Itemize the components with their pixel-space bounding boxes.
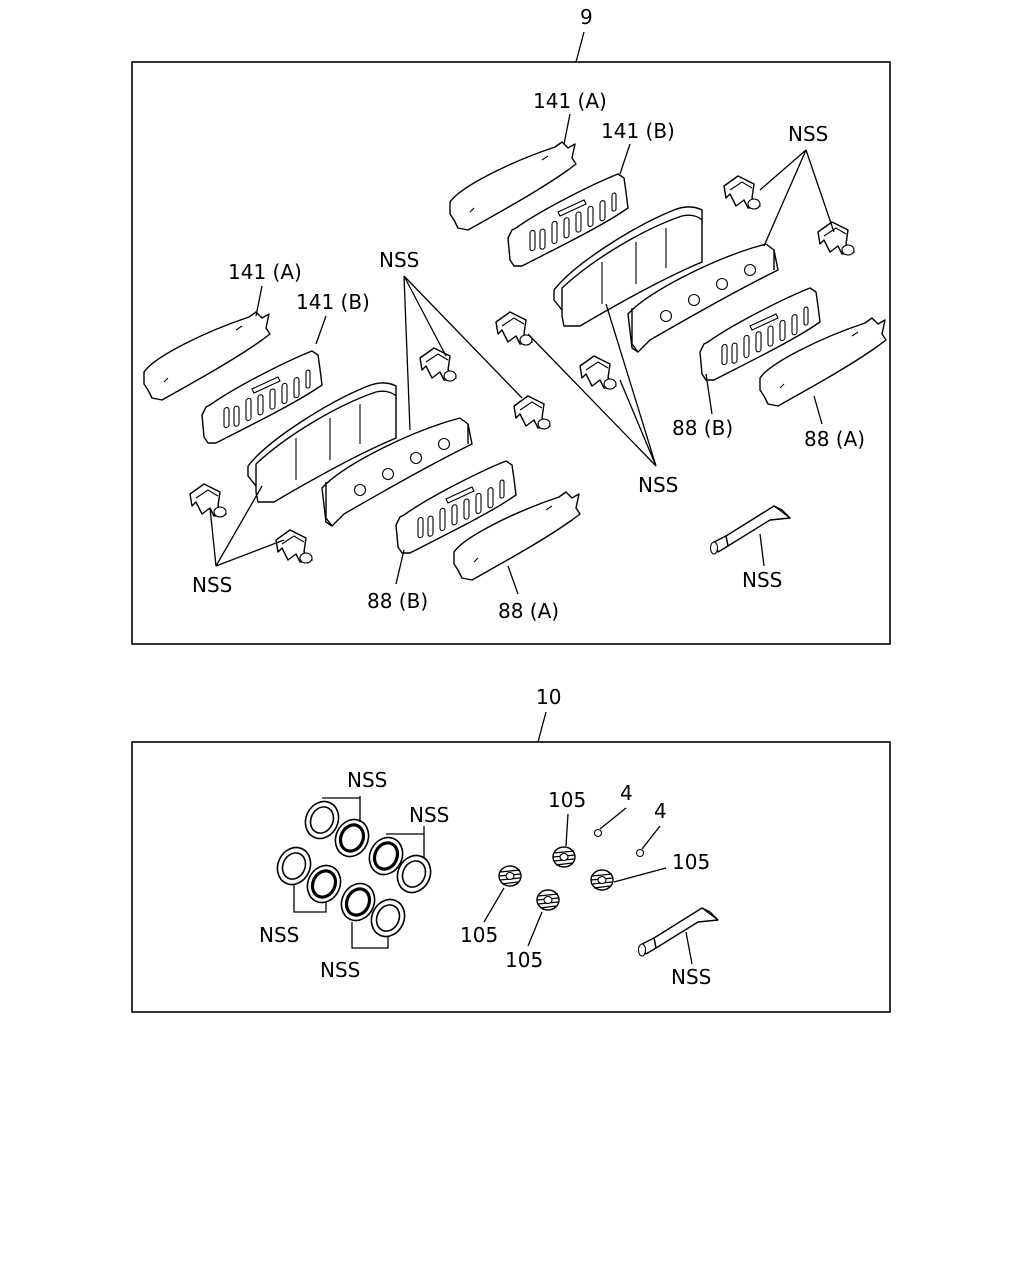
cap-4-b: [635, 848, 645, 858]
label-nss-seals-right: NSS: [409, 803, 449, 827]
group-10-number: 10: [536, 685, 561, 709]
group-9-number: 9: [580, 5, 593, 29]
label-88a-left: 88 (A): [498, 599, 559, 623]
leader-lines-10: [293, 796, 693, 965]
seal-rings: [276, 800, 432, 938]
label-88b-right: 88 (B): [672, 416, 733, 440]
group-10-frame: [131, 741, 891, 1013]
label-105-right: 105: [672, 850, 710, 874]
label-nss-grease-9: NSS: [742, 568, 782, 592]
clip-left-b: [275, 529, 313, 564]
spring-105-right: [590, 869, 614, 891]
clip-center-a: [419, 347, 457, 382]
leader-line: [575, 31, 585, 63]
label-105-bottom: 105: [505, 948, 543, 972]
clip-right-a: [723, 175, 761, 210]
grease-tube-10: [637, 907, 719, 957]
leader-lines-9: [209, 113, 835, 595]
label-nss-center: NSS: [379, 248, 419, 272]
left-pad-set: [143, 311, 581, 581]
label-nss-seals-bottom: NSS: [320, 958, 360, 982]
label-105-left: 105: [460, 923, 498, 947]
label-nss-top-right: NSS: [788, 122, 828, 146]
spring-105-left: [498, 865, 522, 887]
clip-right-b: [817, 221, 855, 256]
label-141a-left: 141 (A): [228, 260, 302, 284]
clip-mid-a: [495, 311, 533, 346]
label-nss-mid-right: NSS: [638, 473, 678, 497]
label-nss-seals-left: NSS: [259, 923, 299, 947]
label-nss-seals-top: NSS: [347, 768, 387, 792]
label-nss-grease-10: NSS: [671, 965, 711, 989]
spring-105-bottom: [536, 889, 560, 911]
label-141b-left: 141 (B): [296, 290, 370, 314]
cap-4-a: [593, 828, 603, 838]
group-9-frame: [131, 61, 891, 645]
group-10: 10 NSS: [131, 685, 891, 1013]
clip-left-a: [189, 483, 227, 518]
clip-center-b: [513, 395, 551, 430]
label-88a-right: 88 (A): [804, 427, 865, 451]
label-88b-left: 88 (B): [367, 589, 428, 613]
label-105-top: 105: [548, 788, 586, 812]
group-9: 9: [131, 5, 891, 645]
clip-mid-b: [579, 355, 617, 390]
leader-line: [537, 711, 547, 743]
label-4-b: 4: [654, 799, 667, 823]
spring-105-top: [552, 846, 576, 868]
right-pad-set: [449, 141, 887, 407]
label-141a-right: 141 (A): [533, 89, 607, 113]
label-nss-bottom-left: NSS: [192, 573, 232, 597]
label-4-a: 4: [620, 781, 633, 805]
grease-tube-9: [709, 505, 791, 555]
label-141b-right: 141 (B): [601, 119, 675, 143]
